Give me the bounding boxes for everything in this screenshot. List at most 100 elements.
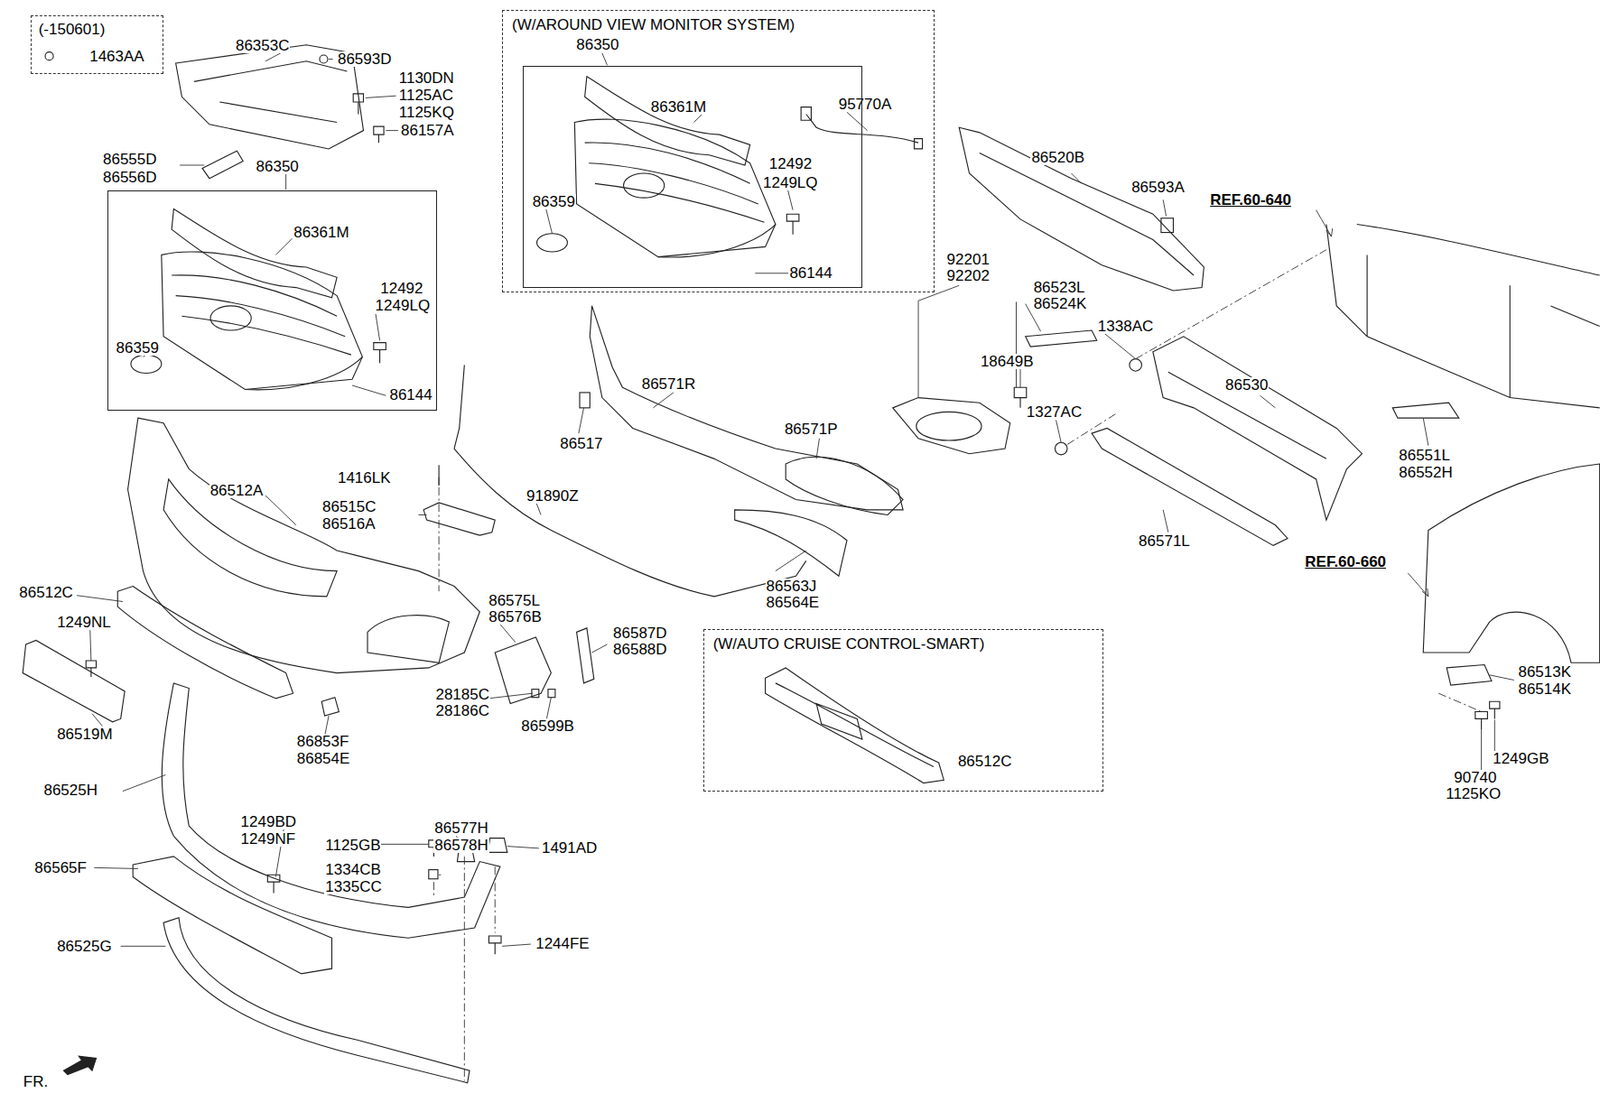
carrier-outline [1326,224,1600,409]
callout-number: 86519M [55,726,113,743]
option-group-box: (W/AROUND VIEW MONITOR SYSTEM)8635095770… [502,9,935,293]
callout-number: 86350 [575,37,620,53]
clip-symbol [548,689,556,698]
lower-cover [161,683,501,939]
callout-number: 1249NL [55,614,112,631]
callout-number: 1249LQ [762,175,819,191]
leader-line [433,487,1481,1081]
option-group-box: (-150601)1463AA [30,15,164,75]
callout-number: 86524K [1032,296,1089,312]
callout-number: 86525H [42,782,99,799]
radiator-cover [176,45,364,149]
leader-line [1135,250,1327,360]
lamp-bezel [785,457,903,516]
callout-number: 86512C [18,585,75,601]
leader-line [76,173,1515,947]
callout-number: 86353C [234,37,291,54]
callout-number: 86555D [102,151,159,168]
callout-number: 86556D [102,169,159,186]
callout-number: 86853F [296,734,351,750]
callout-number: 86513K [1516,664,1573,680]
callout-number: 86563J [765,578,819,595]
nut-symbol [1129,359,1143,373]
callout-number: 86571L [1137,533,1191,549]
callout-number: 86359 [531,194,577,210]
callout-number: 86576B [487,609,543,625]
skid-plate [132,856,332,975]
callout-number: 86520B [1030,149,1086,166]
callout-number: 1335CC [324,879,382,895]
callout-number: 92201 [946,251,991,268]
callout-number: 86361M [650,99,707,115]
bracket-symbol [1392,402,1459,419]
bumper-beam [1153,336,1363,521]
fog-lamp-lens [916,411,982,441]
callout-number: 86551L [1397,447,1452,464]
callout-number: 1249BD [240,814,298,830]
clip-symbol [531,689,540,698]
bracket-symbol [321,697,339,717]
option-heading: (W/AUTO CRUISE CONTROL-SMART) [712,636,987,652]
lower-grille [765,668,945,784]
assembly-box: 86361M124921249LQ8635986144 [522,65,863,288]
callout-number: 1125KO [1444,786,1502,802]
bolt-symbol [353,93,363,115]
callout-number: 86523L [1032,279,1087,296]
wiring-harness [454,364,807,596]
bolt-symbol [373,126,384,143]
callout-number: 86359 [115,340,160,356]
callout-number: 91890Z [525,488,580,504]
bracket-part [423,502,495,536]
callout-number: 95770A [837,96,894,112]
screw-symbol [786,213,800,235]
clip-symbol [1161,218,1174,233]
bumper-cover [128,418,481,673]
callout-number: 1244FE [534,936,591,952]
callout-number: 1125AC [398,87,455,103]
bracket-symbol [202,150,243,179]
callout-number: 1130DN [398,70,456,86]
nut-symbol [428,870,438,880]
energy-absorber [958,127,1204,291]
front-arrow [63,1056,96,1075]
screw-symbol [488,936,502,955]
bumper-bracket [589,306,903,511]
radiator-grille [161,209,363,391]
callout-number: 86599B [520,718,576,735]
screw-symbol [267,874,280,894]
callout-number: 1416LK [336,470,392,486]
callout-number: 86588D [612,641,669,658]
absorber-detail [979,152,1194,276]
strip-part [1025,330,1098,347]
assembly-box: 86361M124921249LQ8635986144 [107,190,438,411]
callout-number: 86517 [558,436,604,452]
callout-number: 86593D [336,51,393,67]
callout-number: 86516A [321,516,377,532]
clip-symbol [319,55,328,64]
emblem-symbol [130,354,162,373]
fender-outline [1423,464,1600,663]
callout-number: 86571P [783,421,839,438]
callout-number: 86575L [487,593,541,609]
callout-number: 86565F [33,860,88,876]
nut-symbol [1054,442,1068,456]
strip-part [576,628,595,684]
callout-number: 86512A [209,483,265,499]
callout-number: 1327AC [1025,404,1083,420]
callout-number: 86144 [388,387,433,403]
molding-strip [163,918,470,1084]
radiator-cover-detail [194,61,347,123]
fog-opening [367,615,449,664]
bumper-opening [163,479,337,597]
lower-grille-detail [775,683,934,768]
callout-number: 86571R [641,376,698,392]
screw-symbol [1489,701,1500,719]
callout-number: 90740 [1452,770,1498,786]
reference-label: REF.60-660 [1303,554,1387,570]
callout-number: 92202 [946,268,991,284]
reference-arrow [1316,210,1333,237]
callout-number: 28185C [434,687,491,703]
callout-number: 28186C [434,703,491,719]
callout-number: 12492 [379,280,424,297]
